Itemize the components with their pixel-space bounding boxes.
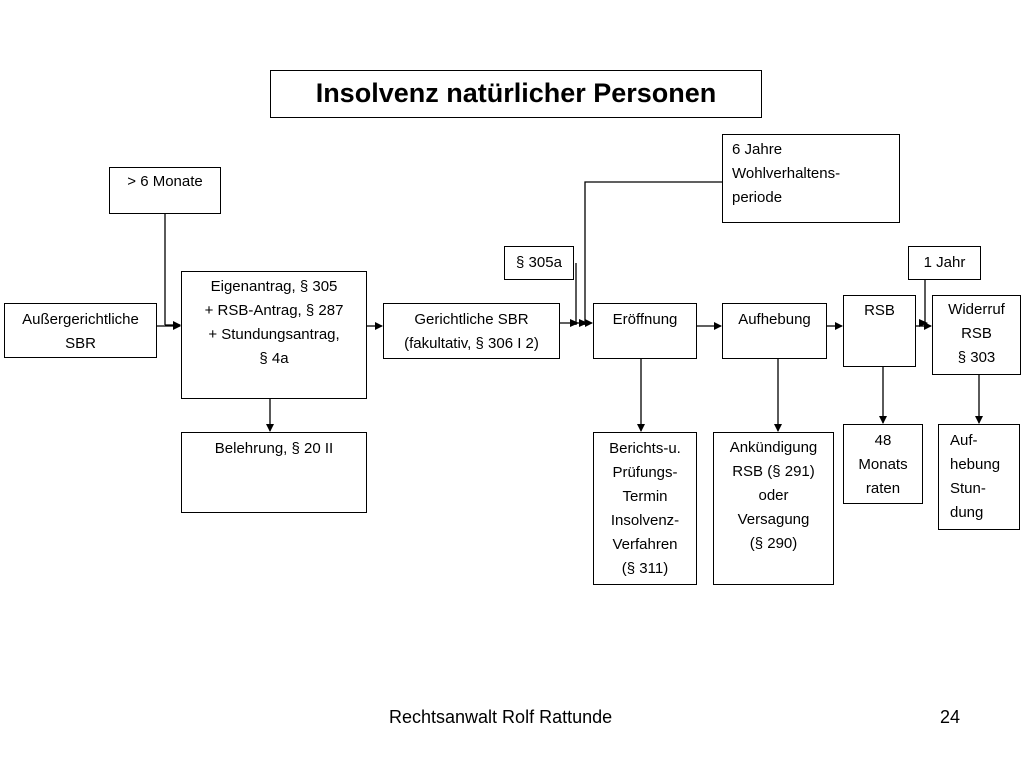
aufhebung-box: Aufhebung <box>722 303 827 359</box>
monate-box: > 6 Monate <box>109 167 221 214</box>
rsb-box: RSB <box>843 295 916 367</box>
berichts-line-3: Termin <box>622 488 668 505</box>
jahr-label: 1 Jahr <box>923 254 966 271</box>
widerruf-line-1: Widerruf <box>948 301 1005 318</box>
ankuendigung-line-1: Ankündigung <box>729 439 818 456</box>
arrowhead-jahr <box>919 319 928 327</box>
ankuendigung-line-2: RSB (§ 291) <box>732 463 815 480</box>
aufhebung-stundung-line-4: dung <box>950 504 984 521</box>
aufhebung-stundung-box: Auf- hebung Stun- dung <box>938 424 1020 530</box>
eroeffnung-label: Eröffnung <box>612 311 678 328</box>
diagram-title: Insolvenz natürlicher Personen <box>315 78 717 108</box>
aufhebung-label: Aufhebung <box>738 311 811 328</box>
aussergerichtliche-line-2: SBR <box>65 335 96 352</box>
ankuendigung-line-4: Versagung <box>737 511 810 528</box>
belehrung-label: Belehrung, § 20 II <box>214 440 334 457</box>
monate-label: > 6 Monate <box>127 173 203 190</box>
p305a-label: § 305a <box>516 254 562 271</box>
widerruf-rsb-box: Widerruf RSB § 303 <box>932 295 1021 375</box>
title-box: Insolvenz natürlicher Personen <box>270 70 762 118</box>
wohlverhaltensperiode-box: 6 Jahre Wohlverhaltens- periode <box>722 134 900 223</box>
eigenantrag-line-1: Eigenantrag, § 305 <box>210 278 338 295</box>
aussergerichtliche-line-1: Außergerichtliche <box>22 311 139 328</box>
berichts-line-6: (§ 311) <box>621 560 669 577</box>
belehrung-box: Belehrung, § 20 II <box>181 432 367 513</box>
ankuendigung-versagung-box: Ankündigung RSB (§ 291) oder Versagung (… <box>713 432 834 585</box>
ankuendigung-line-3: oder <box>758 487 789 504</box>
berichts-line-2: Prüfungs- <box>612 464 678 481</box>
jahre-line-2: Wohlverhaltens- <box>732 165 841 182</box>
rsb-label: RSB <box>864 302 895 319</box>
aufhebung-stundung-line-2: hebung <box>950 456 1001 473</box>
page-number: 24 <box>940 707 961 727</box>
eigenantrag-box: Eigenantrag, § 305 + RSB-Antrag, § 287 +… <box>181 271 367 399</box>
aufhebung-stundung-line-3: Stun- <box>950 480 986 497</box>
gerichtliche-line-1: Gerichtliche SBR <box>414 311 529 328</box>
eigenantrag-line-2: + RSB-Antrag, § 287 <box>204 302 344 319</box>
berichts-line-1: Berichts-u. <box>609 440 681 457</box>
arrowhead-jahre <box>579 319 588 327</box>
footer-author: Rechtsanwalt Rolf Rattunde <box>389 707 613 727</box>
monatsraten-line-1: 48 <box>874 432 892 449</box>
berichts-line-4: Insolvenz- <box>610 512 680 529</box>
eroeffnung-box: Eröffnung <box>593 303 697 359</box>
arrow-jahre-to-eroeffnung <box>584 181 722 325</box>
monatsraten-line-3: raten <box>865 480 901 497</box>
jahre-line-1: 6 Jahre <box>732 141 783 158</box>
monatsraten-line-2: Monats <box>858 456 908 473</box>
eigenantrag-line-3: + Stundungsantrag, <box>208 326 340 343</box>
gerichtliche-line-2: (fakultativ, § 306 I 2) <box>404 335 539 352</box>
jahr-box: 1 Jahr <box>908 246 981 280</box>
berichts-line-5: Verfahren <box>612 536 678 553</box>
eigenantrag-line-4: § 4a <box>259 350 289 367</box>
aussergerichtliche-sbr-box: Außergerichtliche SBR <box>4 303 157 358</box>
aufhebung-stundung-line-1: Auf- <box>950 432 978 449</box>
paragraph-305a-box: § 305a <box>504 246 574 280</box>
widerruf-line-2: RSB <box>961 325 992 342</box>
ankuendigung-line-5: (§ 290) <box>749 535 798 552</box>
berichts-pruefungstermin-box: Berichts-u. Prüfungs- Termin Insolvenz- … <box>593 432 697 585</box>
monatsraten-box: 48 Monats raten <box>843 424 923 504</box>
arrowhead-305a <box>570 319 579 327</box>
widerruf-line-3: § 303 <box>957 349 996 366</box>
jahre-line-3: periode <box>732 189 783 206</box>
gerichtliche-sbr-box: Gerichtliche SBR (fakultativ, § 306 I 2) <box>383 303 560 359</box>
